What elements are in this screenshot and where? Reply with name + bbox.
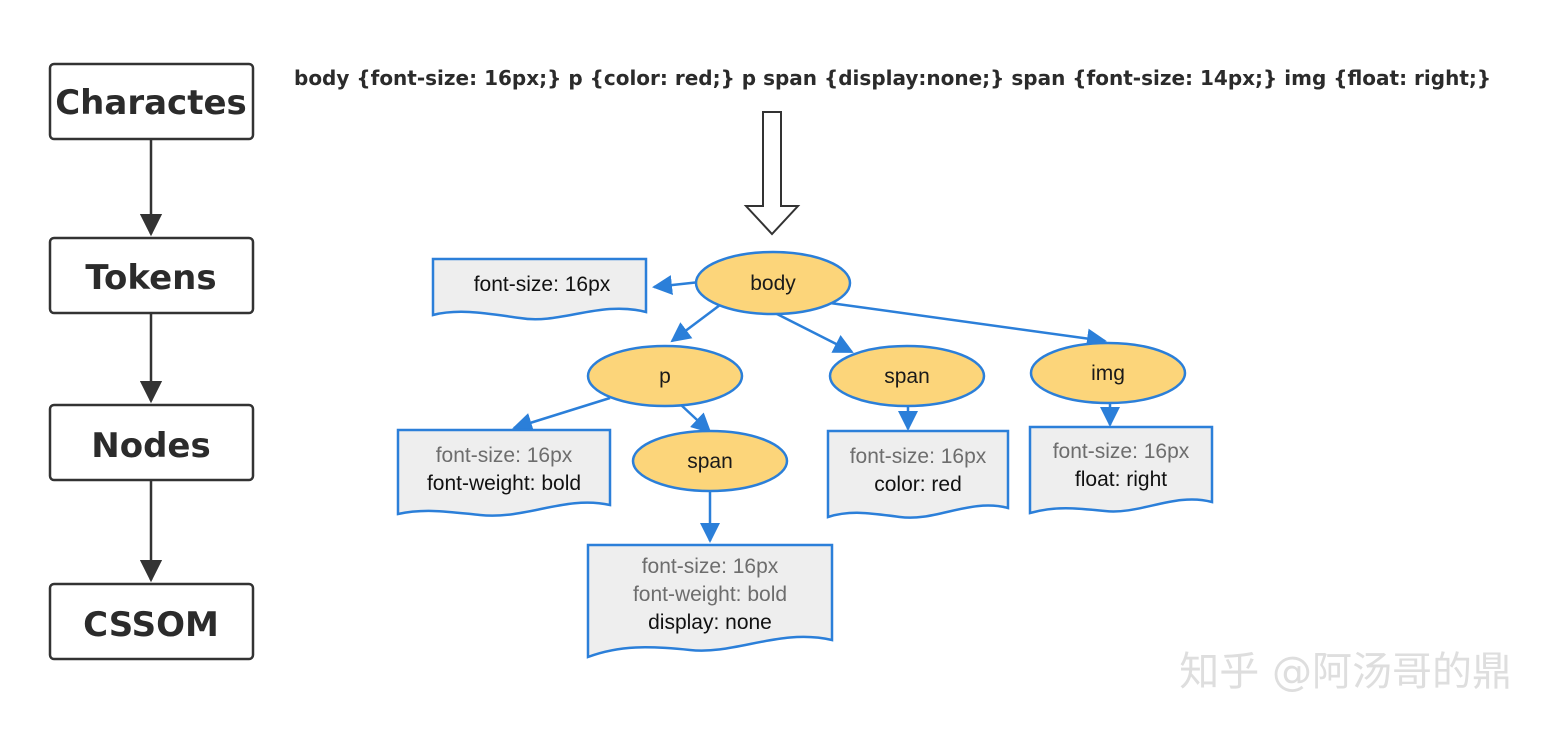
property-box xyxy=(826,429,1010,519)
node-label: img xyxy=(1091,362,1125,385)
node-p-span: span xyxy=(631,429,789,493)
edge-body-span xyxy=(774,311,854,354)
node-p: p xyxy=(586,344,744,408)
node-label: p xyxy=(659,365,671,388)
stage-label: Tokens xyxy=(85,258,216,298)
box-p: font-size: 16px font-weight: bold xyxy=(396,428,612,517)
property-box xyxy=(586,543,834,659)
node-body: body xyxy=(694,250,852,316)
property-text: color: red xyxy=(874,473,962,496)
node-label: span xyxy=(884,365,930,388)
property-text: font-size: 16px xyxy=(474,273,611,296)
property-text: font-size: 16px xyxy=(1053,440,1190,463)
box-span: font-size: 16px color: red xyxy=(826,429,1010,519)
property-text: display: none xyxy=(648,611,772,634)
stage-characters: Charactes xyxy=(48,62,255,141)
property-box xyxy=(431,257,648,321)
property-text: font-size: 16px xyxy=(642,555,779,578)
box-body: font-size: 16px xyxy=(431,257,648,321)
node-img: img xyxy=(1029,341,1187,405)
node-ellipse xyxy=(694,250,852,316)
edge-body-img xyxy=(829,301,1107,349)
property-text: font-size: 16px xyxy=(436,444,573,467)
stage-cssom: CSSOM xyxy=(48,582,255,661)
node-ellipse xyxy=(1029,341,1187,405)
box-p-span: font-size: 16px font-weight: bold displa… xyxy=(586,543,834,659)
node-label: span xyxy=(687,450,733,473)
node-ellipse xyxy=(586,344,744,408)
edge-body-p xyxy=(670,304,721,343)
node-ellipse xyxy=(631,429,789,493)
stage-nodes: Nodes xyxy=(48,403,255,482)
edge-body-box xyxy=(652,275,701,295)
parse-arrow xyxy=(743,111,801,236)
tree-edges xyxy=(512,275,1120,543)
edge-p-box xyxy=(512,396,611,433)
box-img: font-size: 16px float: right xyxy=(1028,425,1214,515)
property-text: font-weight: bold xyxy=(633,583,787,606)
stage-tokens: Tokens xyxy=(48,236,255,315)
property-text: font-weight: bold xyxy=(427,472,581,495)
stage-box xyxy=(48,582,255,661)
edge-p-span xyxy=(679,403,712,434)
pipeline: Charactes Tokens Nodes CSSOM xyxy=(48,62,255,661)
property-text: font-size: 16px xyxy=(850,445,987,468)
watermark: 知乎 @阿汤哥的鼎 xyxy=(1179,649,1512,695)
property-box xyxy=(1028,425,1214,515)
node-label: body xyxy=(750,272,796,295)
node-span: span xyxy=(828,344,986,408)
css-source-text: body {font-size: 16px;} p {color: red;} … xyxy=(294,66,1491,90)
stage-label: CSSOM xyxy=(83,605,219,645)
stage-label: Charactes xyxy=(55,83,247,123)
property-box xyxy=(396,428,612,517)
stage-label: Nodes xyxy=(91,426,210,466)
property-text: float: right xyxy=(1075,468,1167,491)
node-ellipse xyxy=(828,344,986,408)
